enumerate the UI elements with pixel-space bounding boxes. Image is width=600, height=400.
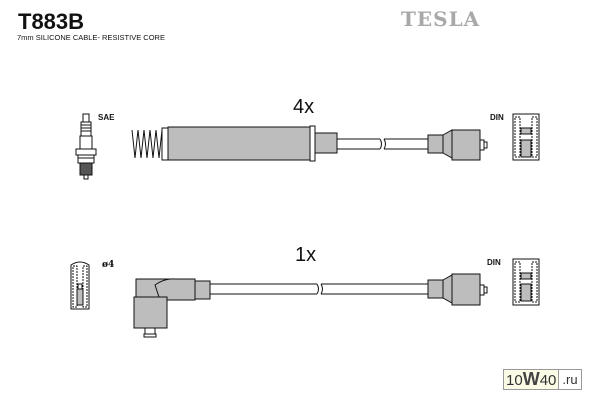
sae-label: SAE bbox=[98, 113, 115, 122]
part-number: T883B bbox=[18, 9, 85, 34]
quantity-label-row-2: 1x bbox=[295, 244, 317, 266]
din-label-row-2: DIN bbox=[487, 258, 501, 267]
cable-row-2 bbox=[210, 283, 428, 295]
watermark-domain: .ru bbox=[558, 370, 581, 389]
boot-sleeve bbox=[314, 132, 338, 154]
angled-boot bbox=[133, 278, 211, 338]
din-terminal-icon-row-1 bbox=[512, 113, 540, 161]
brand-logo: TESLA bbox=[401, 7, 481, 31]
watermark-logo: 10W40 .ru bbox=[503, 369, 582, 390]
watermark-middle: W bbox=[522, 369, 540, 389]
din-terminal-icon-row-2 bbox=[512, 258, 540, 306]
din-label-row-1: DIN bbox=[490, 113, 504, 122]
spring-icon bbox=[131, 127, 169, 161]
watermark-number: 40 bbox=[539, 372, 557, 389]
spark-plug-icon bbox=[75, 113, 97, 180]
watermark-main: 10W40 bbox=[504, 369, 558, 390]
subtitle: 7mm SILICONE CABLE- RESISTIVE CORE bbox=[17, 33, 165, 42]
quantity-label-row-1: 4x bbox=[293, 96, 315, 118]
cable-row-1 bbox=[337, 138, 428, 150]
din-boot-row-1 bbox=[427, 129, 488, 161]
watermark-prefix: 10 bbox=[506, 372, 523, 389]
boot-collar bbox=[309, 125, 316, 162]
terminal-d4-icon bbox=[70, 261, 90, 310]
din-boot-row-2 bbox=[427, 273, 488, 306]
diameter-label: ø4 bbox=[102, 260, 115, 270]
straight-boot bbox=[167, 126, 311, 161]
